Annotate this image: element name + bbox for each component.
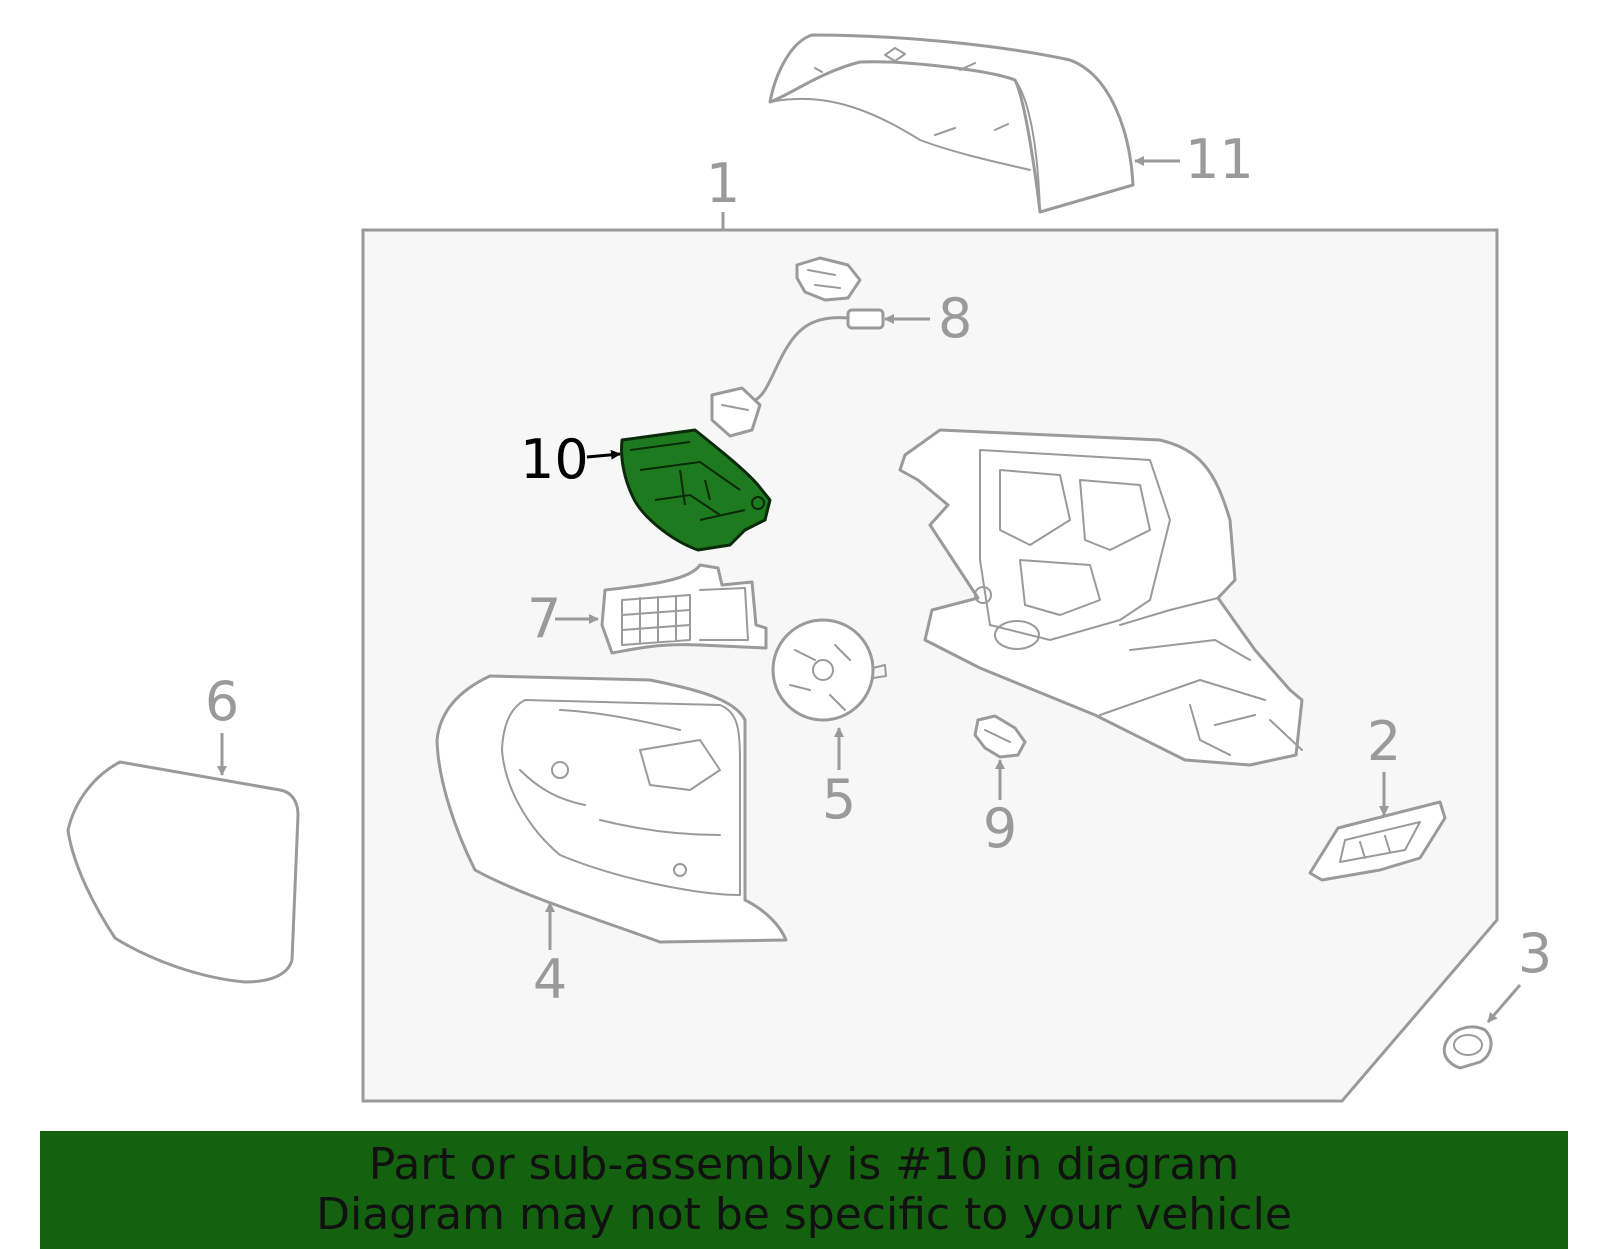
notice-banner: Part or sub-assembly is #10 in diagram D… <box>40 1131 1568 1249</box>
part-10-bracket[interactable] <box>620 428 772 552</box>
part-2-lamp[interactable] <box>1308 800 1447 882</box>
callout-3: 3 <box>1518 922 1552 985</box>
part-9-clip[interactable] <box>973 714 1027 759</box>
callout-5: 5 <box>822 768 856 831</box>
part-8-harness[interactable] <box>710 256 885 438</box>
part-3-grommet[interactable] <box>1442 1025 1493 1070</box>
part-5-motor[interactable] <box>771 618 887 722</box>
callout-1: 1 <box>706 152 740 215</box>
part-11-mirror-cover[interactable] <box>768 33 1135 214</box>
part-7-bracket[interactable] <box>600 563 768 655</box>
banner-line-1: Part or sub-assembly is #10 in diagram <box>368 1139 1240 1190</box>
callout-4: 4 <box>533 948 567 1011</box>
callout-9: 9 <box>983 797 1017 860</box>
callout-6: 6 <box>205 670 239 733</box>
part-4-housing[interactable] <box>435 674 788 944</box>
mirror-base-assembly <box>898 428 1304 767</box>
banner-line-2: Diagram may not be specific to your vehi… <box>316 1189 1292 1240</box>
callout-2: 2 <box>1367 710 1401 773</box>
callout-11: 11 <box>1185 128 1254 191</box>
callout-10: 10 <box>520 428 589 491</box>
callout-7: 7 <box>527 587 561 650</box>
leader-10 <box>586 449 621 460</box>
leader-3 <box>1486 984 1522 1023</box>
part-6-mirror-glass[interactable] <box>66 760 300 984</box>
callout-8: 8 <box>938 287 972 350</box>
